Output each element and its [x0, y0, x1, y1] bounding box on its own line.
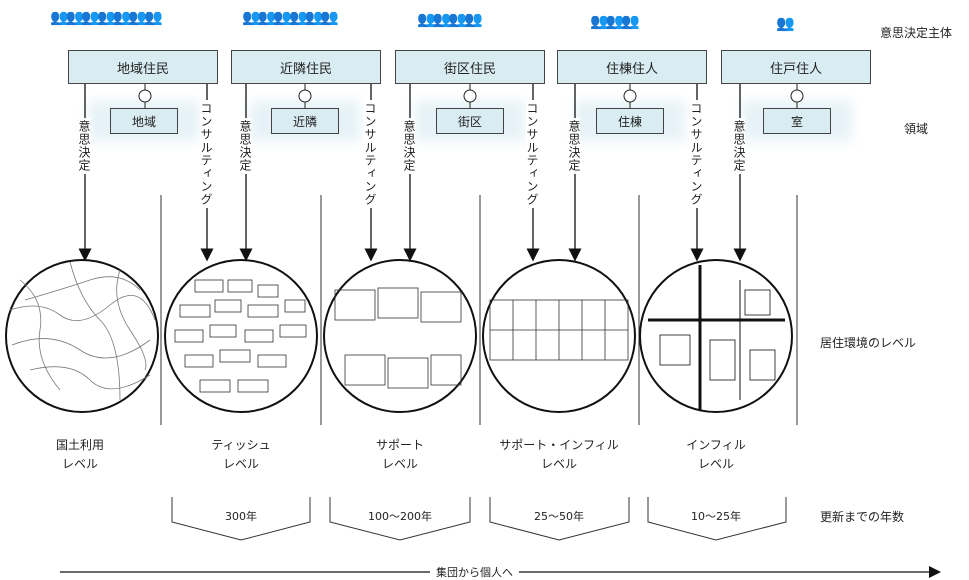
person-icon: 👥	[776, 14, 795, 32]
decision-label: 意思決定	[732, 118, 746, 174]
person-icon: 👥👥👥👥👥👥	[242, 8, 339, 26]
domain-row-label: 領域	[904, 122, 929, 136]
consulting-label: コンサルティング	[689, 100, 703, 208]
subject-box: 地域住民	[68, 50, 218, 84]
bottom-direction-label: 集団から個人へ	[430, 564, 519, 580]
domain-box: 室	[763, 108, 831, 134]
domain-box: 住棟	[596, 108, 664, 134]
person-icon: 👥👥👥	[590, 12, 640, 30]
person-icon: 👥👥👥👥	[417, 10, 483, 28]
years-value: 300年	[225, 510, 257, 523]
person-icon: 👥👥👥👥👥👥👥	[50, 8, 163, 26]
domain-box: 地域	[110, 108, 178, 134]
years-value: 10〜25年	[691, 510, 741, 523]
level-label: サポートレベル	[375, 438, 424, 471]
domain-box: 近隣	[271, 108, 339, 134]
decision-label: 意思決定	[567, 118, 581, 174]
domain-box: 街区	[436, 108, 504, 134]
consulting-label: コンサルティング	[525, 100, 539, 208]
years-value: 25〜50年	[534, 510, 584, 523]
subject-box: 住戸住人	[721, 50, 871, 84]
years-value: 100〜200年	[368, 510, 432, 523]
level-label: 国土利用レベル	[55, 438, 104, 471]
level-label: サポート・インフィルレベル	[499, 438, 619, 471]
decision-label: 意思決定	[402, 118, 416, 174]
decision-label: 意思決定	[238, 118, 252, 174]
decision-label: 意思決定	[77, 118, 91, 174]
consulting-label: コンサルティング	[199, 100, 213, 208]
subject-box: 近隣住民	[231, 50, 381, 84]
level-row-label: 居住環境のレベル	[820, 336, 917, 350]
level-label: ティッシュレベル	[211, 438, 271, 471]
consulting-label: コンサルティング	[363, 100, 377, 208]
level-circles	[5, 259, 793, 413]
years-row-label: 更新までの年数	[820, 510, 905, 524]
header-right-label: 意思決定主体	[880, 26, 953, 40]
subject-box: 街区住民	[395, 50, 545, 84]
level-label: インフィルレベル	[686, 438, 746, 471]
subject-box: 住棟住人	[557, 50, 707, 84]
